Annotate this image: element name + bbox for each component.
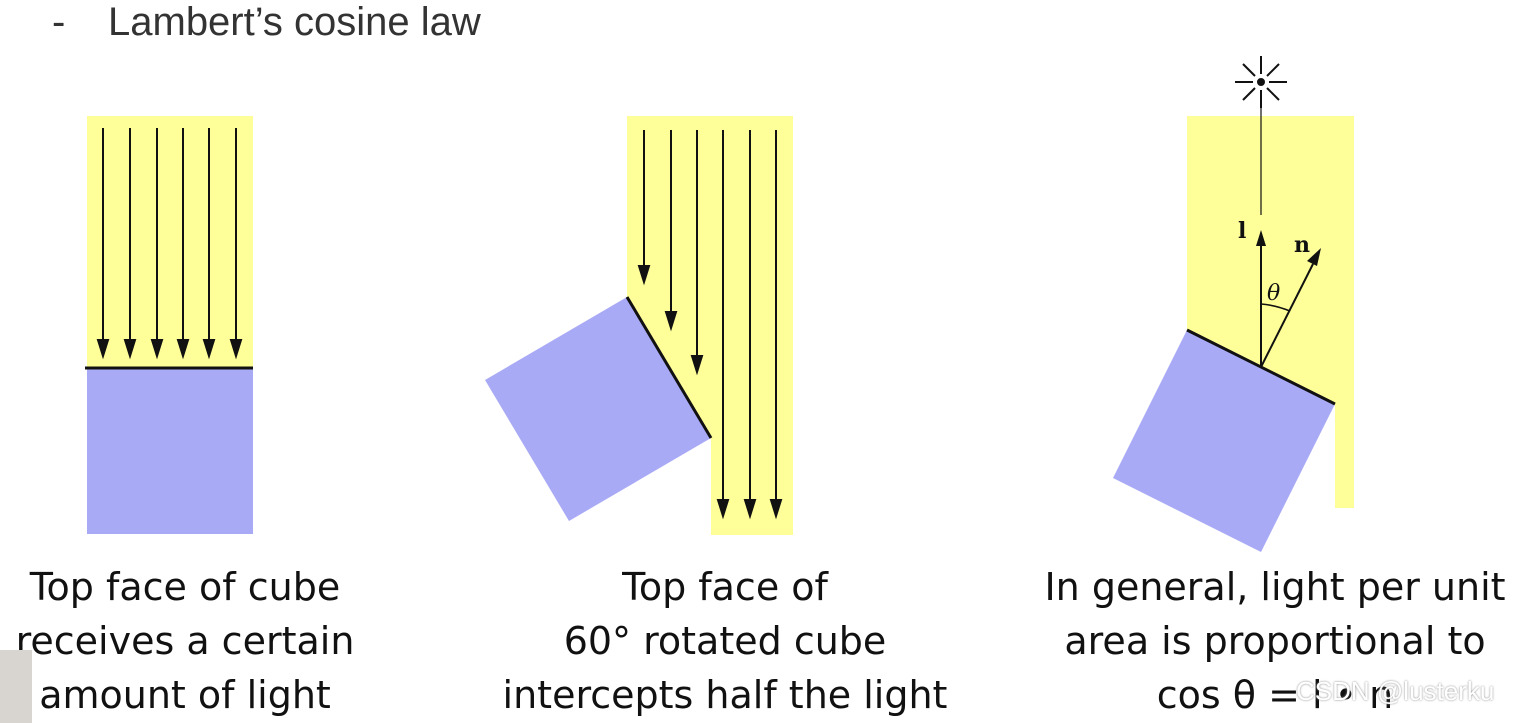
cube-face-3 (1113, 330, 1335, 552)
arrowhead-icon (1256, 230, 1266, 246)
light-rays-1 (96, 128, 243, 360)
caption-line: cos θ = l • n (1156, 673, 1394, 717)
arrowhead-icon (150, 339, 164, 360)
vector-n-label: n (1294, 232, 1310, 258)
arrowhead-icon (202, 339, 216, 360)
arrowhead-icon (229, 339, 243, 360)
caption-line: area is proportional to (1064, 619, 1486, 663)
light-rays-2 (637, 130, 783, 520)
caption-1: Top face of cube receives a certain amou… (10, 560, 360, 722)
caption-line: intercepts half the light (502, 673, 948, 717)
bullet-dash: - (52, 0, 66, 44)
corner-thumbnail (0, 650, 32, 723)
sun-icon (1235, 56, 1287, 108)
cube-face-1 (87, 368, 253, 534)
arrowhead-icon (176, 339, 190, 360)
caption-line: Top face of cube (29, 565, 341, 609)
heading-text: Lambert’s cosine law (108, 0, 481, 44)
arrowhead-icon (690, 355, 704, 376)
arrowhead-icon (637, 265, 651, 286)
arrowhead-icon (1307, 248, 1321, 266)
light-beam-2 (627, 116, 793, 535)
caption-line: In general, light per unit (1044, 565, 1506, 609)
caption-line: amount of light (39, 673, 331, 717)
caption-line: 60° rotated cube (563, 619, 887, 663)
watermark: CSDN @lusterku (1296, 676, 1495, 706)
arrowhead-icon (716, 499, 730, 520)
surface-line-2 (625, 296, 713, 439)
slide-heading: -Lambert’s cosine law (52, 0, 481, 45)
arrowhead-icon (96, 339, 110, 360)
arrowhead-icon (123, 339, 137, 360)
caption-3: In general, light per unit area is propo… (1040, 560, 1510, 722)
arrowhead-icon (664, 311, 678, 332)
vector-l-label: l (1238, 218, 1246, 244)
normal-vector-n (1260, 263, 1314, 368)
arrowhead-icon (769, 499, 783, 520)
caption-line: Top face of (622, 565, 828, 609)
diagram-3: l n θ (1113, 56, 1354, 552)
light-beam-1 (87, 116, 253, 368)
diagram-2 (485, 116, 793, 535)
light-beam-3 (1187, 116, 1354, 508)
diagram-1 (85, 116, 253, 534)
arrowhead-icon (743, 499, 757, 520)
cube-face-2 (485, 297, 711, 521)
caption-2: Top face of 60° rotated cube intercepts … (500, 560, 950, 722)
angle-arc (1260, 303, 1291, 312)
angle-theta-label: θ (1267, 281, 1280, 306)
caption-line: receives a certain (15, 619, 355, 663)
